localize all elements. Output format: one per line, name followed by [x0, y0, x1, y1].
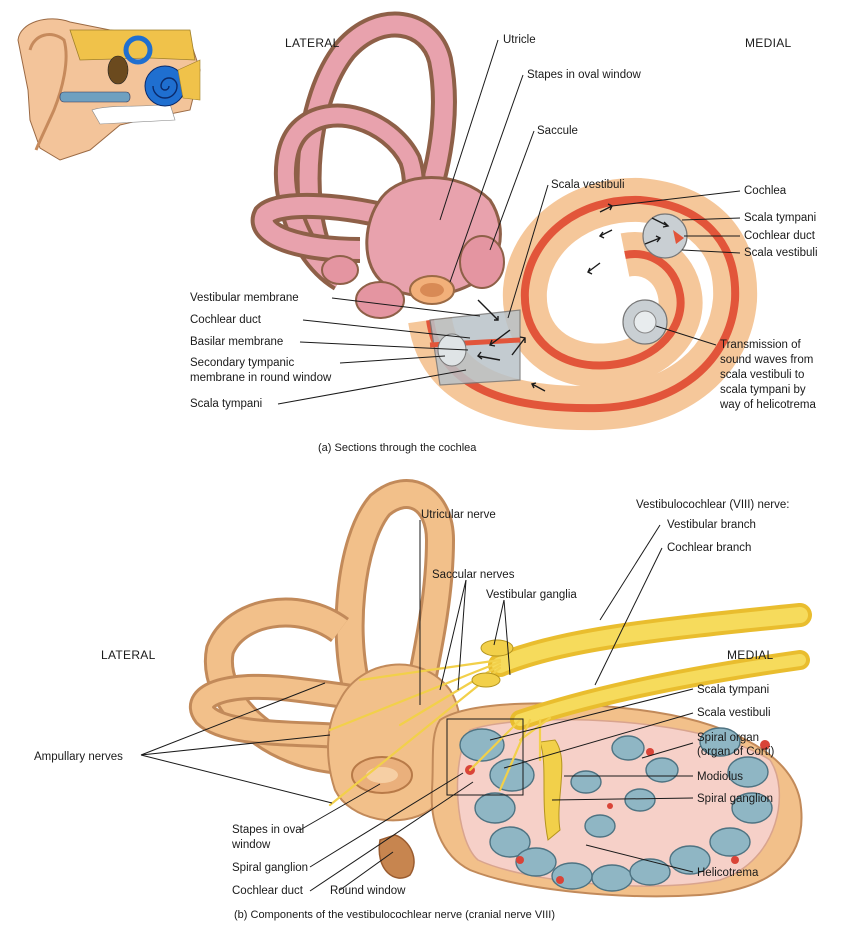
- label-scala-tympani-left: Scala tympani: [190, 398, 262, 410]
- label-viii-nerve: Vestibulocochlear (VIII) nerve:: [636, 499, 789, 511]
- label-cochlea: Cochlea: [744, 185, 787, 197]
- label-spiral-organ-2: (organ of Corti): [697, 746, 775, 758]
- label-scala-tympani-right: Scala tympani: [744, 212, 816, 224]
- label-utricular-nerve: Utricular nerve: [421, 509, 496, 521]
- label-transmission-3: scala vestibuli to: [720, 369, 804, 381]
- label-scala-tympani-b: Scala tympani: [697, 684, 769, 696]
- label-saccule: Saccule: [537, 125, 578, 137]
- label-stapes-b-1: Stapes in oval: [232, 824, 304, 836]
- label-transmission-4: scala tympani by: [720, 384, 806, 396]
- label-spiral-ganglion-right: Spiral ganglion: [697, 793, 773, 805]
- label-modiolus: Modiolus: [697, 771, 743, 783]
- label-helicotrema: Helicotrema: [697, 867, 759, 879]
- label-spiral-organ-1: Spiral organ: [697, 732, 759, 744]
- label-scala-vestibuli-top: Scala vestibuli: [551, 179, 625, 191]
- label-transmission-1: Transmission of: [720, 339, 802, 351]
- label-cochlear-branch: Cochlear branch: [667, 542, 751, 554]
- label-basilar-membrane: Basilar membrane: [190, 336, 283, 348]
- label-vestibular-ganglia: Vestibular ganglia: [486, 589, 577, 601]
- ear-orientation-thumbnail: [18, 19, 200, 160]
- label-vestibular-branch: Vestibular branch: [667, 519, 756, 531]
- label-scala-vestibuli-right: Scala vestibuli: [744, 247, 818, 259]
- label-scala-vestibuli-b: Scala vestibuli: [697, 707, 771, 719]
- label-stapes-oval-window: Stapes in oval window: [527, 69, 641, 81]
- label-round-window: Round window: [330, 885, 406, 897]
- label-transmission-2: sound waves from: [720, 354, 813, 366]
- label-spiral-ganglion-left: Spiral ganglion: [232, 862, 308, 874]
- label-cochlear-duct-right: Cochlear duct: [744, 230, 816, 242]
- panel-a: LATERAL MEDIAL Utricle Stapes in oval wi…: [190, 25, 818, 454]
- label-utricle: Utricle: [503, 34, 536, 46]
- label-transmission-5: way of helicotrema: [719, 399, 816, 411]
- panel-a-medial-label: MEDIAL: [745, 36, 792, 50]
- panel-b-caption: (b) Components of the vestibulocochlear …: [234, 909, 555, 921]
- label-saccular-nerves: Saccular nerves: [432, 569, 515, 581]
- panel-b-medial-label: MEDIAL: [727, 648, 774, 662]
- label-ampullary-nerves: Ampullary nerves: [34, 751, 123, 763]
- label-cochlear-duct-b: Cochlear duct: [232, 885, 304, 897]
- panel-b-lateral-label: LATERAL: [101, 648, 156, 662]
- panel-b: LATERAL MEDIAL Utricular nerve: [34, 494, 802, 921]
- panel-a-lateral-label: LATERAL: [285, 36, 340, 50]
- label-stapes-b-2: window: [231, 839, 271, 851]
- label-secondary-tympanic-1: Secondary tympanic: [190, 357, 294, 369]
- label-vestibular-membrane: Vestibular membrane: [190, 292, 299, 304]
- label-cochlear-duct-left: Cochlear duct: [190, 314, 262, 326]
- label-secondary-tympanic-2: membrane in round window: [190, 372, 332, 384]
- panel-a-caption: (a) Sections through the cochlea: [318, 442, 477, 454]
